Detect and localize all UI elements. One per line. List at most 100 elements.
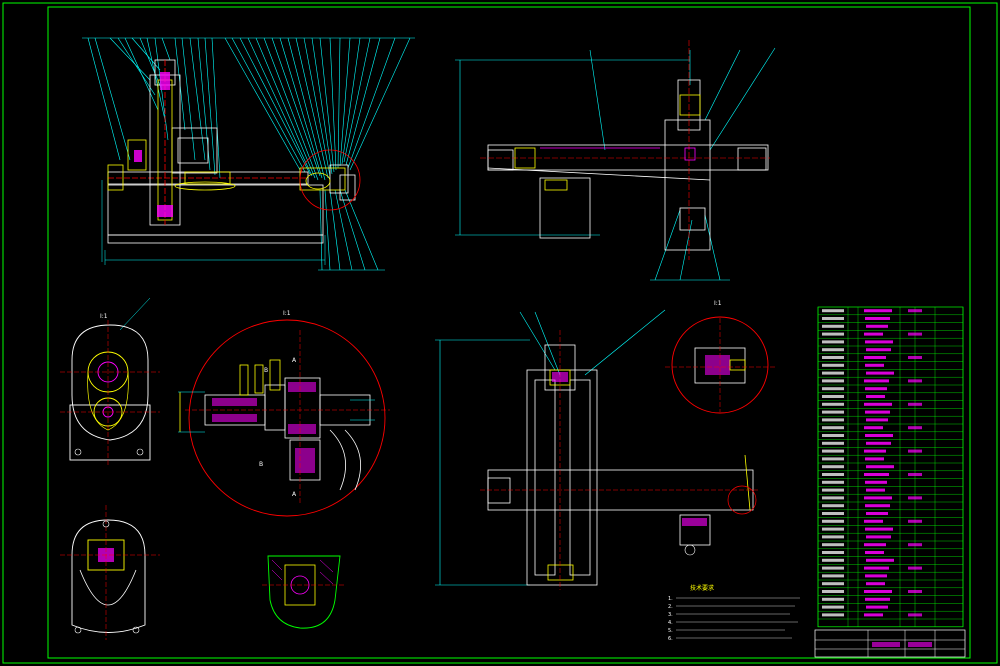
parts-table-cell-mark: [908, 473, 922, 476]
parts-table-cell-mark: [822, 551, 844, 554]
parts-table-cell-mark: [908, 613, 922, 617]
note-line-3: 3.: [668, 612, 673, 618]
parts-table-cell-mark: [864, 566, 889, 570]
parts-table-cell-mark: [908, 332, 922, 336]
parts-table-cell-mark: [865, 317, 890, 320]
parts-table-cell-mark: [908, 309, 922, 313]
parts-table-cell-mark: [822, 449, 844, 453]
note-line-6: 6.: [668, 636, 673, 642]
parts-table-cell-mark: [865, 480, 887, 484]
parts-table-cell-mark: [866, 324, 888, 328]
front-view-assembly: [82, 37, 415, 271]
notes-title: 技术要求: [690, 584, 714, 592]
top-view-assembly: [455, 40, 776, 281]
parts-table-cell-mark: [865, 340, 893, 344]
gear-view-label: I:1: [100, 313, 108, 320]
parts-table-cell-mark: [866, 535, 891, 539]
section-a-label-bottom: A: [292, 491, 297, 498]
parts-table-cell-mark: [864, 496, 892, 500]
parts-table-cell-mark: [865, 457, 884, 461]
parts-table-cell-mark: [822, 488, 844, 492]
parts-table-cell-mark: [864, 590, 892, 593]
parts-table-cell-mark: [822, 473, 844, 476]
section-view-label: I:1: [283, 310, 291, 317]
sheet-inner-border: [47, 6, 971, 659]
parts-table-cell-mark: [864, 613, 883, 617]
gear-end-view: I:1: [60, 297, 160, 465]
parts-table-cell-mark: [822, 480, 844, 484]
technical-notes: 技术要求 1. 2. 3. 4. 5. 6.: [668, 584, 800, 642]
parts-table-cell-mark: [822, 410, 844, 414]
parts-table-cell-mark: [822, 418, 844, 422]
parts-table-cell-mark: [865, 363, 884, 367]
parts-table-cell-mark: [908, 379, 922, 383]
detail-right-view: I:1: [665, 300, 775, 414]
section-b-label-top: B: [264, 367, 268, 374]
parts-table-cell-mark: [864, 356, 886, 359]
parts-table-cell-mark: [822, 379, 844, 383]
parts-table-cell-mark: [864, 332, 883, 336]
parts-table-cell-mark: [908, 402, 922, 406]
parts-table-cell-mark: [822, 504, 844, 508]
parts-table-cell-mark: [822, 402, 844, 406]
parts-list-table: [817, 306, 964, 628]
parts-table-cell-mark: [822, 465, 844, 469]
parts-table-cell-mark: [822, 324, 844, 328]
parts-table-cell-mark: [822, 348, 844, 352]
parts-table-cell-mark: [866, 582, 885, 586]
parts-table-cell-mark: [822, 395, 844, 398]
parts-table-cell-mark: [864, 379, 889, 383]
note-line-5: 5.: [668, 628, 673, 634]
parts-table-cell-mark: [865, 527, 893, 531]
parts-table-cell-mark: [822, 582, 844, 586]
parts-table-cell-mark: [822, 605, 844, 609]
parts-table-cell-mark: [866, 348, 891, 352]
small-section-view: [262, 555, 345, 629]
parts-table-cell-mark: [822, 340, 844, 344]
section-b-label-bottom: B: [259, 461, 263, 468]
parts-table-cell-mark: [908, 496, 922, 500]
parts-table-cell-mark: [865, 574, 887, 578]
parts-table-cell-mark: [866, 512, 888, 515]
parts-table-cell-mark: [865, 504, 890, 508]
parts-table-cell-mark: [822, 457, 844, 461]
section-detail-view: I:1: [178, 310, 390, 517]
parts-table-cell-mark: [822, 519, 844, 523]
note-line-4: 4.: [668, 620, 673, 626]
parts-table-cell-mark: [822, 426, 844, 430]
note-line-2: 2.: [668, 604, 673, 610]
parts-table-cell-mark: [865, 410, 890, 414]
parts-table-cell-mark: [822, 597, 844, 601]
detail-circle-a: [299, 149, 361, 211]
parts-table-cell-mark: [822, 574, 844, 578]
parts-table-cell-mark: [822, 387, 844, 391]
parts-table-cell-mark: [908, 566, 922, 570]
parts-table-cell-mark: [822, 434, 844, 437]
note-line-1: 1.: [668, 596, 673, 602]
parts-table-cell-mark: [866, 441, 891, 445]
parts-table-cell-mark: [864, 473, 889, 476]
parts-table-cell-mark: [908, 543, 922, 547]
parts-table-cell-mark: [822, 527, 844, 531]
parts-table-cell-mark: [866, 465, 894, 469]
parts-table-cell-mark: [822, 543, 844, 547]
parts-table-cell-mark: [908, 426, 922, 430]
section-a-label-top: A: [292, 357, 297, 364]
parts-table-cell-mark: [822, 356, 844, 359]
parts-table-cell-mark: [822, 441, 844, 445]
parts-table-cell-mark: [822, 535, 844, 539]
parts-table-cell-mark: [866, 395, 885, 398]
parts-table-cell-mark: [908, 356, 922, 359]
balloon-leader-lines: [82, 37, 415, 181]
parts-table-cell-mark: [822, 558, 844, 562]
detail-right-label: I:1: [714, 300, 722, 307]
parts-table-cell-mark: [908, 449, 922, 453]
parts-table-cell-mark: [908, 590, 922, 593]
parts-table-cell-mark: [822, 332, 844, 336]
parts-table-cell-mark: [865, 551, 884, 554]
parts-table-cell-mark: [908, 519, 922, 523]
parts-table-cell-mark: [822, 371, 844, 375]
parts-table-cell-mark: [864, 543, 886, 547]
